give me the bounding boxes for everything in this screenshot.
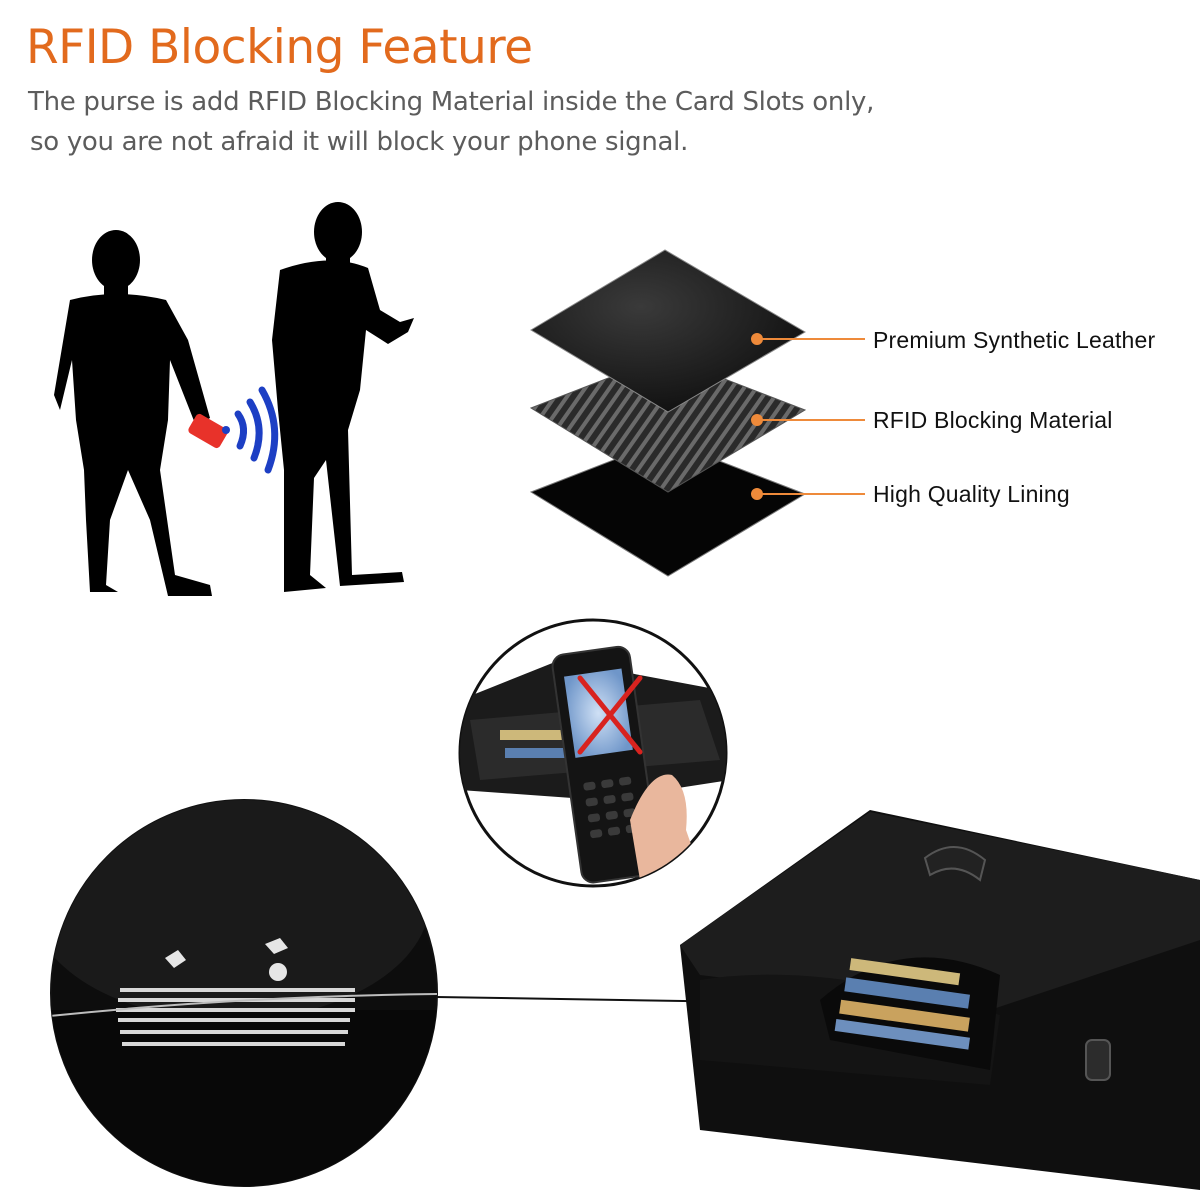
phone-test-circle [458, 618, 728, 888]
subtitle-line-2: so you are not afraid it will block your… [30, 127, 689, 157]
silhouette-person-left [54, 230, 212, 596]
zoom-detail-circle [50, 799, 438, 1187]
layer-label-lining: High Quality Lining [873, 481, 1070, 507]
subtitle-line-1: The purse is add RFID Blocking Material … [28, 87, 875, 117]
page-title: RFID Blocking Feature [26, 20, 533, 75]
layer-label-rfid: RFID Blocking Material [873, 407, 1113, 433]
red-card [188, 413, 228, 449]
silhouette-person-right [272, 202, 414, 592]
layer-leather [530, 249, 806, 413]
layer-label-leather: Premium Synthetic Leather [873, 327, 1156, 353]
blocked-x-icon [577, 675, 643, 755]
wifi-signal-icon [222, 386, 279, 474]
wallet [680, 810, 1200, 1190]
